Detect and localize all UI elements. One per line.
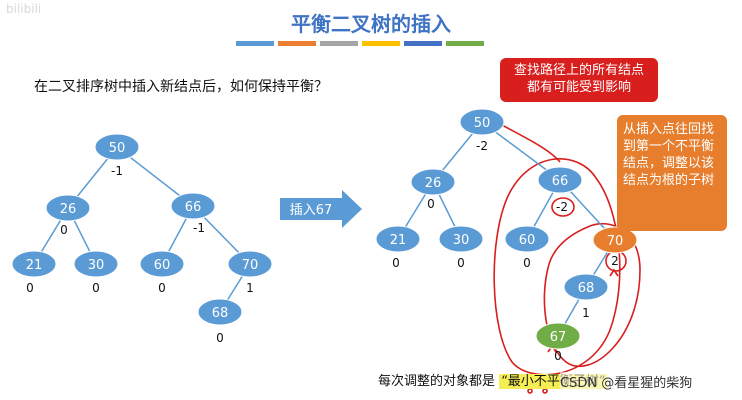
outer-loop-annotation [493,158,621,376]
right-node-66-balance-factor: -2 [556,200,568,214]
right-node-66-label: 66 [552,174,569,189]
dot-mark-2 [542,388,548,394]
right-node-30: 30 0 [438,225,484,270]
right-node-21-label: 21 [390,233,407,248]
right-node-70-balance-factor: 2 [611,254,619,268]
left-node-60: 60 0 [139,250,185,295]
right-node-68-balance-factor: 1 [582,306,590,320]
title-bar-4 [362,41,400,46]
left-node-30: 30 0 [73,250,119,295]
right-node-21-shape [375,225,421,253]
right-node-26-shape [410,168,456,196]
right-node-70-shape [592,226,638,254]
left-node-21-balance-factor: 0 [26,281,34,295]
csdn-credit: CSDN @看星猩的柴狗 [560,372,693,391]
right-node-70-label: 70 [607,234,624,249]
left-node-30-balance-factor: 0 [92,281,100,295]
callout-path-affected: 查找路径上的所有结点都有可能受到影响 [500,58,658,102]
left-node-60-balance-factor: 0 [158,281,166,295]
right-node-67: 670 [535,322,581,363]
left-node-66-shape [170,192,216,220]
left-node-21-shape [11,250,57,278]
callout-find-unbalanced: 从插入点往回找到第一个不平衡结点，调整以该结点为根的子树 [617,115,727,231]
right-node-68-shape [563,273,609,301]
left-node-68-label: 68 [212,306,229,321]
left-node-26-label: 26 [60,202,77,217]
right-node-66-shape [537,166,583,194]
left-node-68-shape [197,298,243,326]
left-node-50: 50 -1 [94,133,140,178]
right-node-60: 60 0 [504,225,550,270]
left-node-60-shape [139,250,185,278]
right-node-21-balance-factor: 0 [392,256,400,270]
right-node-50-shape [459,108,505,136]
left-node-26-shape [45,194,91,222]
right-node-50-balance-factor: -2 [476,139,488,153]
right-node-67-balance-factor: 0 [554,349,562,363]
tick-mark-1 [609,268,619,277]
right-node-60-balance-factor: 0 [523,256,531,270]
title-bar-2 [278,41,316,46]
left-node-68: 68 0 [197,298,243,345]
insert-arrow: 插入67 [280,190,362,228]
left-node-21-label: 21 [26,258,43,273]
right-node-67-label: 67 [550,330,567,345]
left-node-60-label: 60 [154,258,171,273]
right-node-26-label: 26 [425,176,442,191]
title-bar-6 [446,41,484,46]
left-node-21: 21 0 [11,250,57,295]
left-node-70-shape [227,250,273,278]
callout-red-line-1: 查找路径上的所有结点 [513,63,644,78]
right-node-67-shape [535,322,581,350]
left-node-70-balance-factor: 1 [246,281,254,295]
title-color-bars [236,41,484,46]
bottom-note-prefix: 每次调整的对象都是 [378,374,496,389]
question-text: 在二叉排序树中插入新结点后，如何保持平衡？ [34,79,328,95]
bilibili-logo: bilibili [6,2,42,16]
left-node-50-label: 50 [109,141,126,156]
right-node-70: 702 [592,226,638,268]
left-node-26-balance-factor: 0 [60,223,68,237]
title-bar-5 [404,41,442,46]
left-node-70-label: 70 [242,258,259,273]
circle-bf-66 [551,197,575,217]
right-node-30-shape [438,225,484,253]
title-bar-1 [236,41,274,46]
top-path-annotation [499,123,561,163]
left-node-26: 260 [45,194,91,237]
right-node-50: 50 -2 [459,108,505,153]
left-node-50-balance-factor: -1 [111,164,123,178]
left-node-66: 66-1 [170,192,216,235]
left-node-66-label: 66 [185,200,202,215]
right-node-26-balance-factor: 0 [427,197,435,211]
left-node-70: 70 1 [227,250,273,295]
right-node-60-shape [504,225,550,253]
right-node-68: 68 1 [563,273,609,320]
right-node-50-label: 50 [474,116,491,131]
left-node-30-label: 30 [88,258,105,273]
left-node-66-balance-factor: -1 [193,221,205,235]
right-node-66: 66 -2 [537,166,583,214]
title-bar-3 [320,41,358,46]
right-node-26: 260 [410,168,456,211]
right-node-68-label: 68 [578,281,595,296]
left-node-30-shape [73,250,119,278]
right-node-21: 21 0 [375,225,421,270]
insert-arrow-label: 插入67 [290,203,333,218]
left-node-68-balance-factor: 0 [216,331,224,345]
dot-mark-1 [527,388,533,394]
page-title: 平衡二叉树的插入 [291,12,451,36]
left-node-50-shape [94,133,140,161]
right-node-60-label: 60 [519,233,536,248]
right-node-30-balance-factor: 0 [457,256,465,270]
callout-red-line-2: 都有可能受到影响 [526,80,631,95]
right-node-30-label: 30 [453,233,470,248]
